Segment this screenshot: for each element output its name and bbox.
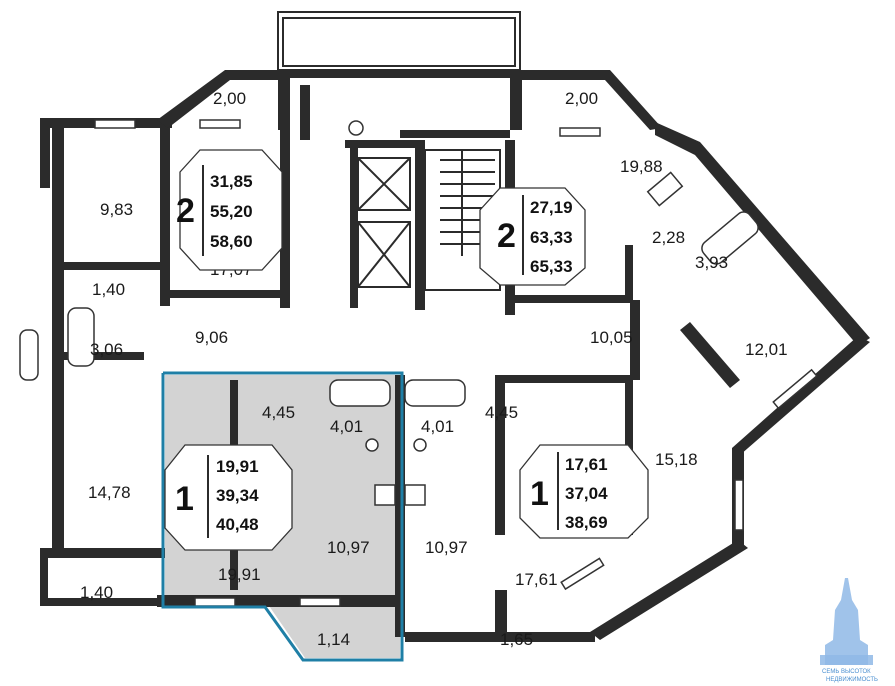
entrance-frame	[277, 11, 521, 71]
area-room-9-83: 9,83	[100, 200, 133, 219]
badge-area-with-balcony: 38,69	[565, 513, 608, 532]
area-hall-10-05: 10,05	[590, 328, 633, 347]
elevator-shafts	[357, 157, 411, 288]
badge-living-area: 31,85	[210, 172, 253, 191]
area-bath-right-4-01: 4,01	[421, 417, 454, 436]
highlight-outline	[161, 371, 404, 662]
apartment-badge-2[interactable]: 2 27,19 63,33 65,33	[479, 187, 586, 286]
apartment-badge-1[interactable]: 2 31,85 55,20 58,60	[176, 149, 283, 271]
area-room-right-17-61: 17,61	[515, 570, 558, 589]
badge-living-area: 27,19	[530, 198, 573, 217]
area-bath-2-28: 2,28	[652, 228, 685, 247]
area-balcony-top-left: 2,00	[213, 89, 246, 108]
badge-area-with-balcony: 65,33	[530, 257, 573, 276]
apartment-badge-4[interactable]: 1 17,61 37,04 38,69	[519, 444, 649, 539]
badge-area-with-balcony: 58,60	[210, 232, 253, 251]
area-hall-9-06: 9,06	[195, 328, 228, 347]
badge-rooms: 2	[176, 192, 195, 230]
tower-building-icon: СЕМЬ ВЫСОТОК НЕДВИЖИМОСТЬ	[820, 578, 878, 683]
outer-walls	[40, 70, 870, 642]
area-bath-3-06: 3,06	[90, 340, 123, 359]
badge-rooms: 1	[530, 475, 549, 513]
badge-living-area: 17,61	[565, 455, 608, 474]
area-bath-3-93: 3,93	[695, 253, 728, 272]
area-kitchen-12-01: 12,01	[745, 340, 788, 359]
area-room-left-19-91: 19,91	[218, 565, 261, 584]
area-room-15-18: 15,18	[655, 450, 698, 469]
badge-area-with-balcony: 40,48	[216, 515, 259, 534]
area-labels: 2,00 2,00 9,83 17,07 1,40 3,06 9,06 14,7…	[80, 89, 788, 649]
badge-total-area: 55,20	[210, 202, 253, 221]
bathtub-fixtures	[19, 120, 759, 506]
badge-rooms: 1	[175, 480, 194, 518]
badge-rooms: 2	[497, 217, 516, 255]
area-room-19-88: 19,88	[620, 157, 663, 176]
logo-text-line1: СЕМЬ ВЫСОТОК	[822, 669, 871, 675]
badge-total-area: 37,04	[565, 484, 608, 503]
area-hall-left-4-45: 4,45	[262, 403, 295, 422]
windows	[94, 119, 818, 607]
badge-living-area: 19,91	[216, 457, 259, 476]
area-balcony-bottom-right: 1,65	[500, 630, 533, 649]
area-kitchen-right-10-97: 10,97	[425, 538, 468, 557]
area-hall-right-4-45: 4,45	[485, 403, 518, 422]
apartment-badge-3[interactable]: 1 19,91 39,34 40,48	[164, 444, 293, 551]
logo-text-line2: НЕДВИЖИМОСТЬ	[826, 677, 878, 683]
area-balcony-bottom-mid: 1,14	[317, 630, 350, 649]
area-room-14-78: 14,78	[88, 483, 131, 502]
area-bath-1-40: 1,40	[92, 280, 125, 299]
area-bath-left-4-01: 4,01	[330, 417, 363, 436]
area-balcony-bottom-left: 1,40	[80, 583, 113, 602]
area-kitchen-left-10-97: 10,97	[327, 538, 370, 557]
badge-total-area: 39,34	[216, 486, 259, 505]
badge-total-area: 63,33	[530, 228, 573, 247]
area-balcony-top-right: 2,00	[565, 89, 598, 108]
